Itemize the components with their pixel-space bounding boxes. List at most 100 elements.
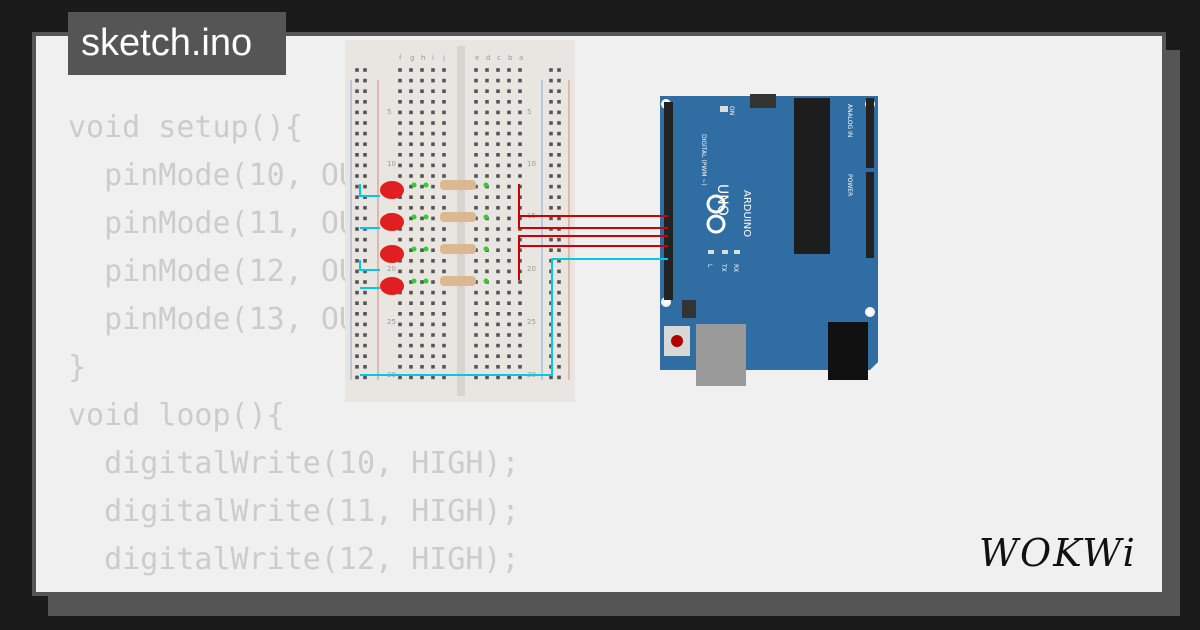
breadboard-hole	[355, 290, 359, 295]
breadboard-hole	[355, 333, 359, 337]
breadboard-hole	[485, 322, 489, 327]
breadboard-hole	[549, 89, 553, 93]
breadboard-hole	[355, 110, 359, 115]
breadboard-hole	[363, 89, 367, 93]
breadboard-hole	[398, 110, 402, 115]
breadboard-hole	[442, 78, 446, 83]
breadboard-hole	[485, 227, 489, 231]
breadboard-hole	[420, 237, 424, 242]
breadboard-hole	[363, 206, 367, 210]
breadboard-hole	[507, 174, 511, 178]
breadboard-hole	[485, 121, 489, 125]
breadboard-hole	[363, 343, 367, 348]
breadboard-hole	[420, 322, 424, 327]
breadboard-hole	[355, 89, 359, 93]
breadboard-hole	[496, 343, 500, 348]
breadboard-hole	[474, 195, 478, 199]
breadboard-hole	[409, 259, 413, 263]
breadboard-hole	[420, 227, 424, 231]
breadboard-hole	[442, 269, 446, 274]
column-label: h	[421, 54, 425, 62]
breadboard-hole	[474, 365, 478, 369]
breadboard-hole	[355, 248, 359, 252]
breadboard-hole	[518, 89, 522, 93]
breadboard-hole	[355, 280, 359, 284]
breadboard-hole	[420, 375, 424, 380]
digital-label: DIGITAL (PWM ~)	[700, 134, 707, 186]
breadboard-hole	[363, 153, 367, 157]
breadboard-hole	[431, 163, 435, 168]
breadboard-hole	[409, 237, 413, 242]
breadboard-hole	[518, 142, 522, 146]
breadboard-hole	[507, 131, 511, 136]
breadboard-hole	[363, 237, 367, 242]
analog-header	[866, 98, 874, 168]
column-letter-labels: f g h i j e d c b a	[399, 54, 523, 62]
breadboard-hole	[518, 290, 522, 295]
breadboard-hole	[431, 174, 435, 178]
breadboard-hole	[507, 184, 511, 189]
breadboard-hole	[549, 237, 553, 242]
breadboard-hole	[507, 227, 511, 231]
wire-led-gnd	[359, 184, 380, 197]
column-label: j	[442, 54, 445, 62]
breadboard-hole	[442, 290, 446, 295]
breadboard-hole	[474, 174, 478, 178]
breadboard-hole	[507, 312, 511, 316]
breadboard-hole	[485, 153, 489, 157]
breadboard-hole	[420, 354, 424, 358]
breadboard-hole	[507, 237, 511, 242]
breadboard-hole	[420, 333, 424, 337]
breadboard-hole	[549, 131, 553, 136]
breadboard-hole	[355, 354, 359, 358]
breadboard-hole	[474, 333, 478, 337]
breadboard-hole	[557, 375, 561, 380]
breadboard-hole	[420, 121, 424, 125]
breadboard-hole	[496, 259, 500, 263]
breadboard-hole	[431, 153, 435, 157]
breadboard-hole	[485, 312, 489, 316]
breadboard-hole	[496, 68, 500, 72]
breadboard-hole	[496, 184, 500, 189]
code-line: digitalWrite(12, HIGH);	[68, 542, 520, 577]
preview-card: void setup(){ pinMode(10, OUTPUT); pinMo…	[32, 32, 1166, 596]
breadboard-hole	[518, 121, 522, 125]
breadboard-hole	[507, 110, 511, 115]
breadboard-hole	[442, 375, 446, 380]
breadboard-hole	[474, 312, 478, 316]
breadboard-hole	[518, 153, 522, 157]
breadboard-hole	[496, 195, 500, 199]
breadboard-hole	[557, 312, 561, 316]
breadboard-hole	[409, 163, 413, 168]
arduino-uno-board[interactable]: UNO ARDUINO DIGITAL (PWM ~) ANALOG IN PO…	[656, 92, 884, 388]
breadboard-hole	[442, 89, 446, 93]
breadboard-hole	[398, 259, 402, 263]
breadboard-hole	[431, 78, 435, 83]
breadboard-hole	[363, 365, 367, 369]
breadboard-hole	[557, 100, 561, 104]
code-line: digitalWrite(10, HIGH);	[68, 446, 520, 481]
breadboard-hole	[474, 269, 478, 274]
breadboard-hole	[496, 227, 500, 231]
breadboard-hole	[442, 322, 446, 327]
breadboard-hole	[496, 100, 500, 104]
breadboard-hole	[420, 174, 424, 178]
breadboard-hole	[549, 195, 553, 199]
power-jack	[828, 322, 868, 380]
breadboard-hole	[431, 206, 435, 210]
breadboard-hole	[409, 365, 413, 369]
breadboard-hole	[557, 269, 561, 274]
file-name-tab[interactable]: sketch.ino	[68, 12, 286, 75]
breadboard-hole	[485, 206, 489, 210]
breadboard-hole	[507, 375, 511, 380]
breadboard-hole	[507, 354, 511, 358]
breadboard-hole	[485, 174, 489, 178]
breadboard-hole	[496, 163, 500, 168]
row-label: 5	[527, 108, 531, 116]
breadboard-hole	[355, 312, 359, 316]
breadboard-hole	[355, 195, 359, 199]
breadboard-hole	[485, 365, 489, 369]
breadboard-hole	[420, 312, 424, 316]
resistor	[440, 276, 476, 286]
breadboard-hole	[409, 333, 413, 337]
